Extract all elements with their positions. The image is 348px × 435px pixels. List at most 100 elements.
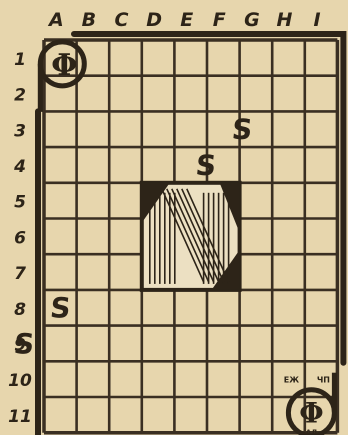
- cell-g11[interactable]: [240, 397, 273, 433]
- cell-e8[interactable]: [174, 290, 207, 326]
- cell-h7[interactable]: [272, 254, 305, 290]
- cell-e9[interactable]: [174, 326, 207, 362]
- cell-d2[interactable]: [142, 76, 175, 112]
- cell-h8[interactable]: [272, 290, 305, 326]
- cell-a9[interactable]: [44, 326, 77, 362]
- cell-g9[interactable]: [240, 326, 273, 362]
- cell-g2[interactable]: [240, 76, 273, 112]
- base-caption: ЧП: [317, 376, 330, 385]
- cell-h4[interactable]: [272, 147, 305, 183]
- cell-b3[interactable]: [77, 111, 110, 147]
- cell-c4[interactable]: [109, 147, 142, 183]
- cell-b10[interactable]: [77, 361, 110, 397]
- cell-a3[interactable]: [44, 111, 77, 147]
- cell-i2[interactable]: [305, 76, 338, 112]
- piece-b8[interactable]: S: [49, 292, 73, 325]
- cell-c2[interactable]: [109, 76, 142, 112]
- base-top-symbol[interactable]: Φ: [51, 48, 77, 83]
- piece-f4[interactable]: S: [194, 149, 218, 182]
- cell-b2[interactable]: [77, 76, 110, 112]
- column-label-f: F: [213, 9, 226, 31]
- column-label-d: D: [146, 9, 162, 31]
- row-label-5: 5: [14, 193, 26, 213]
- cell-b6[interactable]: [77, 219, 110, 255]
- cell-d8[interactable]: [142, 290, 175, 326]
- column-label-a: A: [47, 9, 64, 31]
- cell-c9[interactable]: [109, 326, 142, 362]
- cell-a10[interactable]: [44, 361, 77, 397]
- cell-i9[interactable]: [305, 326, 338, 362]
- cell-i1[interactable]: [305, 40, 338, 76]
- cell-a7[interactable]: [44, 254, 77, 290]
- cell-e2[interactable]: [174, 76, 207, 112]
- base-bottom-symbol[interactable]: Φ: [299, 397, 323, 430]
- cell-c11[interactable]: [109, 397, 142, 433]
- cell-d10[interactable]: [142, 361, 175, 397]
- cell-g7[interactable]: [240, 254, 273, 290]
- cell-c6[interactable]: [109, 219, 142, 255]
- cell-b5[interactable]: [77, 183, 110, 219]
- cell-a11[interactable]: [44, 397, 77, 433]
- cell-b8[interactable]: [77, 290, 110, 326]
- column-label-e: E: [180, 9, 193, 31]
- piece-g3[interactable]: S: [230, 113, 254, 146]
- cell-e1[interactable]: [174, 40, 207, 76]
- cell-g6[interactable]: [240, 219, 273, 255]
- cell-i4[interactable]: [305, 147, 338, 183]
- cell-i7[interactable]: [305, 254, 338, 290]
- cell-d11[interactable]: [142, 397, 175, 433]
- row-label-10: 10: [8, 371, 32, 391]
- cell-c3[interactable]: [109, 111, 142, 147]
- cell-g8[interactable]: [240, 290, 273, 326]
- cell-a6[interactable]: [44, 219, 77, 255]
- cell-b4[interactable]: [77, 147, 110, 183]
- cell-e11[interactable]: [174, 397, 207, 433]
- cell-d9[interactable]: [142, 326, 175, 362]
- cell-f8[interactable]: [207, 290, 240, 326]
- cell-a5[interactable]: [44, 183, 77, 219]
- cell-b11[interactable]: [77, 397, 110, 433]
- cell-h5[interactable]: [272, 183, 305, 219]
- column-label-i: I: [314, 9, 321, 31]
- cell-h3[interactable]: [272, 111, 305, 147]
- cell-h1[interactable]: [272, 40, 305, 76]
- cell-c7[interactable]: [109, 254, 142, 290]
- row-label-4: 4: [13, 157, 26, 177]
- cell-i3[interactable]: [305, 111, 338, 147]
- cell-c1[interactable]: [109, 40, 142, 76]
- cell-e10[interactable]: [174, 361, 207, 397]
- cell-f11[interactable]: [207, 397, 240, 433]
- cell-g4[interactable]: [240, 147, 273, 183]
- cell-g5[interactable]: [240, 183, 273, 219]
- piece-a9[interactable]: S: [12, 328, 36, 361]
- cell-b7[interactable]: [77, 254, 110, 290]
- row-label-11: 11: [8, 407, 32, 427]
- column-label-g: G: [244, 9, 260, 31]
- cell-d4[interactable]: [142, 147, 175, 183]
- cell-f2[interactable]: [207, 76, 240, 112]
- cell-a4[interactable]: [44, 147, 77, 183]
- cell-b9[interactable]: [77, 326, 110, 362]
- cell-c10[interactable]: [109, 361, 142, 397]
- cell-h6[interactable]: [272, 219, 305, 255]
- cell-h9[interactable]: [272, 326, 305, 362]
- cell-f9[interactable]: [207, 326, 240, 362]
- base-caption: ЕЖ: [284, 376, 299, 385]
- cell-h2[interactable]: [272, 76, 305, 112]
- cell-i8[interactable]: [305, 290, 338, 326]
- cell-d3[interactable]: [142, 111, 175, 147]
- row-label-3: 3: [14, 121, 26, 141]
- cell-g1[interactable]: [240, 40, 273, 76]
- cell-f10[interactable]: [207, 361, 240, 397]
- cell-e3[interactable]: [174, 111, 207, 147]
- cell-c8[interactable]: [109, 290, 142, 326]
- cell-d1[interactable]: [142, 40, 175, 76]
- cell-i6[interactable]: [305, 219, 338, 255]
- row-label-2: 2: [14, 86, 26, 106]
- cell-f1[interactable]: [207, 40, 240, 76]
- cell-g10[interactable]: [240, 361, 273, 397]
- cell-c5[interactable]: [109, 183, 142, 219]
- cell-i5[interactable]: [305, 183, 338, 219]
